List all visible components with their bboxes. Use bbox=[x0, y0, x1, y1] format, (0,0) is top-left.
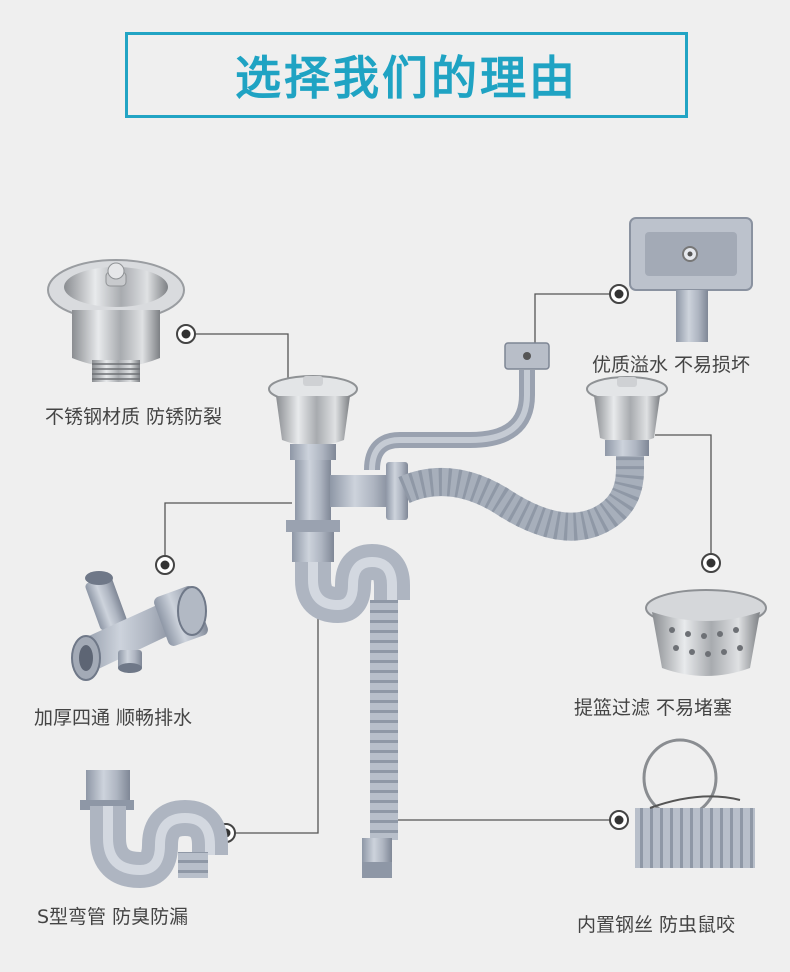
basket-image bbox=[645, 589, 767, 676]
leader-lines bbox=[164, 293, 712, 834]
tee-image bbox=[71, 571, 208, 681]
marker-dot bbox=[609, 810, 629, 830]
page-title: 选择我们的理由 bbox=[235, 51, 578, 105]
s-trap-image bbox=[80, 770, 228, 889]
feature-caption-strainer: 不锈钢材质 防锈防裂 bbox=[45, 406, 223, 428]
feature-caption-trap: S型弯管 防臭防漏 bbox=[37, 906, 189, 928]
marker-dot bbox=[701, 553, 721, 573]
hose-wire-image bbox=[635, 738, 755, 868]
marker-dot bbox=[609, 284, 629, 304]
strainer-image bbox=[47, 259, 185, 382]
marker-dot bbox=[155, 555, 175, 575]
feature-caption-hose: 内置钢丝 防虫鼠咬 bbox=[577, 914, 736, 936]
marker-dot bbox=[176, 324, 196, 344]
overflow-image bbox=[629, 217, 753, 342]
feature-caption-overflow: 优质溢水 不易损坏 bbox=[592, 354, 751, 376]
title-banner: 选择我们的理由 bbox=[125, 32, 688, 118]
drain-assembly bbox=[268, 342, 668, 878]
feature-caption-basket: 提篮过滤 不易堵塞 bbox=[574, 697, 733, 719]
feature-caption-tee: 加厚四通 顺畅排水 bbox=[34, 707, 193, 729]
